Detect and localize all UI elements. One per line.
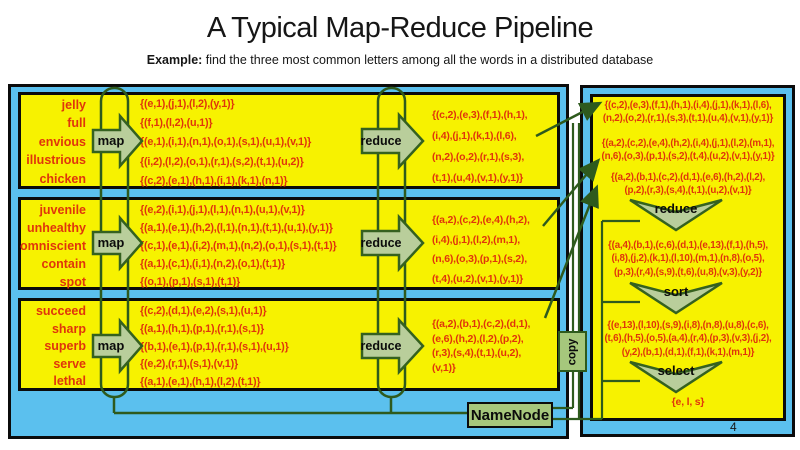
final-result: {e, l, s} <box>671 396 705 408</box>
tuple-line: {(e,2),(i,1),(j,1),(l,1),(n,1),(u,1),(v,… <box>140 204 305 216</box>
tuple-line: {(e,1),(i,1),(n,1),(o,1),(s,1),(u,1),(v,… <box>140 136 312 149</box>
tuple-line: (y,2),(b,1),(d,1),(f,1),(k,1),(m,1)} <box>621 346 755 358</box>
word: envious <box>38 134 86 149</box>
copy-label: copy <box>566 338 579 365</box>
tuple-line: {(a,1),(c,1),(i,1),(n,2),(o,1),(t,1)} <box>140 258 285 270</box>
sorted-output: {(e,13),(l,10),(s,9),(i,8),(n,8),(u,8),(… <box>592 319 784 359</box>
tuple-line: (r,3),(s,4),(t,1),(u,2), <box>432 347 522 360</box>
tuple-line: {(c,2),(e,1),(h,1),(i,1),(k,1),(n,1)} <box>140 174 288 187</box>
reduce-output-3: {(a,2),(b,1),(c,2),(d,1), (e,6),(h,2),(l… <box>432 317 530 375</box>
map-output-3: {(c,2),(d,1),(e,2),(s,1),(u,1)} {(a,1),(… <box>140 303 289 392</box>
tuple-line: (v,1)} <box>432 361 456 374</box>
word: superb <box>44 339 86 354</box>
tuple-line: {(c,2),(e,3),(f,1),(h,1), <box>432 109 528 121</box>
word: spot <box>59 275 86 289</box>
tuple-line: {(c,1),(e,1),(i,2),(m,1),(n,2),(o,1),(s,… <box>140 240 337 252</box>
tuple-line: (t,6),(h,5),(o,5),(a,4),(r,4),(p,3),(v,3… <box>604 333 772 345</box>
reduce-output-1: {(c,2),(e,3),(f,1),(h,1), (i,4),(j,1),(k… <box>432 105 528 189</box>
tuple-line: {(a,2),(c,2),(e,4),(h,2),(i,4),(j,1),(l,… <box>601 138 775 149</box>
tuple-line: (p,3),(r,4),(s,9),(t,6),(u,8),(v,3),(y,2… <box>613 266 762 278</box>
map-output-2: {(e,2),(i,1),(j,1),(l,1),(n,1),(u,1),(v,… <box>140 201 337 291</box>
tuple-line: (n,2),(o,2),(r,1),(s,3), <box>432 151 525 163</box>
tuple-line: (n,2),(o,2),(r,1),(s,3),(t,1),(u,4),(v,1… <box>602 113 774 125</box>
word: full <box>67 116 86 131</box>
word: omniscient <box>20 239 86 253</box>
tuple-line: (n,6),(o,3),(p,1),(s,2),(t,4),(u,2),(v,1… <box>601 151 775 163</box>
tuple-line: {(c,2),(e,3),(f,1),(h,1),(i,4),(j,1),(k,… <box>604 100 772 111</box>
tuple-line: {(c,2),(d,1),(e,2),(s,1),(u,1)} <box>140 305 267 317</box>
map-label: map <box>97 235 125 250</box>
copy-box: copy <box>558 331 587 372</box>
tuple-line: {(f,1),(l,2),(u,1)} <box>140 117 213 130</box>
received-output-3: {(a,2),(b,1),(c,2),(d,1),(e,6),(h,2),(l,… <box>592 171 784 198</box>
tuple-line: {(b,1),(e,1),(p,1),(r,1),(s,1),(u,1)} <box>140 340 289 353</box>
tuple-line: {(e,13),(l,10),(s,9),(i,8),(n,8),(u,8),(… <box>607 320 769 331</box>
word-list-1: jelly full envious illustrious chicken <box>12 96 86 188</box>
tuple-line: {(i,2),(l,2),(o,1),(r,1),(s,2),(t,1),(u,… <box>140 155 304 168</box>
map-output-1: {(e,1),(j,1),(l,2),(y,1)} {(f,1),(l,2),(… <box>140 95 311 191</box>
tuple-line: {(e,2),(r,1),(s,1),(v,1)} <box>140 358 239 371</box>
word: sharp <box>51 321 86 336</box>
word: juvenile <box>39 203 86 217</box>
tuple-line: {(a,1),(e,1),(h,1),(l,2),(t,1)} <box>140 376 261 389</box>
map-label: map <box>97 338 125 353</box>
tuple-line: {(a,2),(b,1),(c,2),(d,1),(e,6),(h,2),(l,… <box>610 172 766 183</box>
word: chicken <box>39 171 86 186</box>
tuple-line: {(a,2),(c,2),(e,4),(h,2), <box>432 214 530 226</box>
word: succeed <box>35 304 86 318</box>
tuple-line: {(e,1),(j,1),(l,2),(y,1)} <box>140 98 235 110</box>
tuple-line: (p,2),(r,3),(s,4),(t,1),(u,2),(v,1)} <box>624 185 752 197</box>
page-number: 4 <box>730 420 737 434</box>
select-step-label: select <box>657 363 695 378</box>
reduce-output-2: {(a,2),(c,2),(e,4),(h,2), (i,4),(j,1),(l… <box>432 211 530 289</box>
word: illustrious <box>26 153 86 168</box>
subtitle-label: Example: <box>146 53 203 67</box>
sort-step-label: sort <box>663 284 689 299</box>
tuple-line: (n,6),(o,3),(p,1),(s,2), <box>432 253 527 266</box>
reduce-label: reduce <box>360 236 402 250</box>
tuple-line: (i,4),(j,1),(l,2),(m,1), <box>432 233 520 246</box>
subtitle-text: find the three most common letters among… <box>202 53 654 67</box>
tuple-line: (t,1),(u,4),(v,1),(y,1)} <box>432 172 524 184</box>
reduce-label: reduce <box>360 134 402 148</box>
subtitle: Example: find the three most common lett… <box>0 53 800 67</box>
reduce-step-label: reduce <box>654 201 698 216</box>
map-label: map <box>97 133 125 148</box>
reduce-label: reduce <box>360 339 402 353</box>
word-list-2: juvenile unhealthy omniscient contain sp… <box>12 201 86 291</box>
tuple-line: {(a,1),(h,1),(p,1),(r,1),(s,1)} <box>140 322 264 335</box>
received-output-2: {(a,2),(c,2),(e,4),(h,2),(i,4),(j,1),(l,… <box>592 137 784 164</box>
tuple-line: (t,4),(u,2),(v,1),(y,1)} <box>432 272 524 285</box>
received-output-1: {(c,2),(e,3),(f,1),(h,1),(i,4),(j,1),(k,… <box>592 99 784 126</box>
page-title: A Typical Map-Reduce Pipeline <box>206 12 594 44</box>
tuple-line: {(a,4),(b,1),(c,6),(d,1),(e,13),(f,1),(h… <box>608 240 768 251</box>
namenode-box: NameNode <box>467 402 553 428</box>
word: lethal <box>53 374 86 389</box>
merged-output: {(a,4),(b,1),(c,6),(d,1),(e,13),(f,1),(h… <box>592 239 784 279</box>
word: contain <box>41 257 86 271</box>
word-list-3: succeed sharp superb serve lethal <box>12 303 86 391</box>
tuple-line: {(a,2),(b,1),(c,2),(d,1), <box>432 318 531 330</box>
word: serve <box>53 356 86 371</box>
tuple-line: (e,6),(h,2),(l,2),(p,2), <box>432 332 524 345</box>
tuple-line: {(a,1),(e,1),(h,2),(l,1),(n,1),(t,1),(u,… <box>140 222 333 234</box>
tuple-line: {(o,1),(p,1),(s,1),(t,1)} <box>140 276 240 288</box>
word: jelly <box>61 98 86 112</box>
word: unhealthy <box>26 221 86 235</box>
tuple-line: (i,8),(j,2),(k,1),(l,10),(m,1),(n,8),(o,… <box>611 253 765 265</box>
tuple-line: (i,4),(j,1),(k,1),(l,6), <box>432 130 517 142</box>
